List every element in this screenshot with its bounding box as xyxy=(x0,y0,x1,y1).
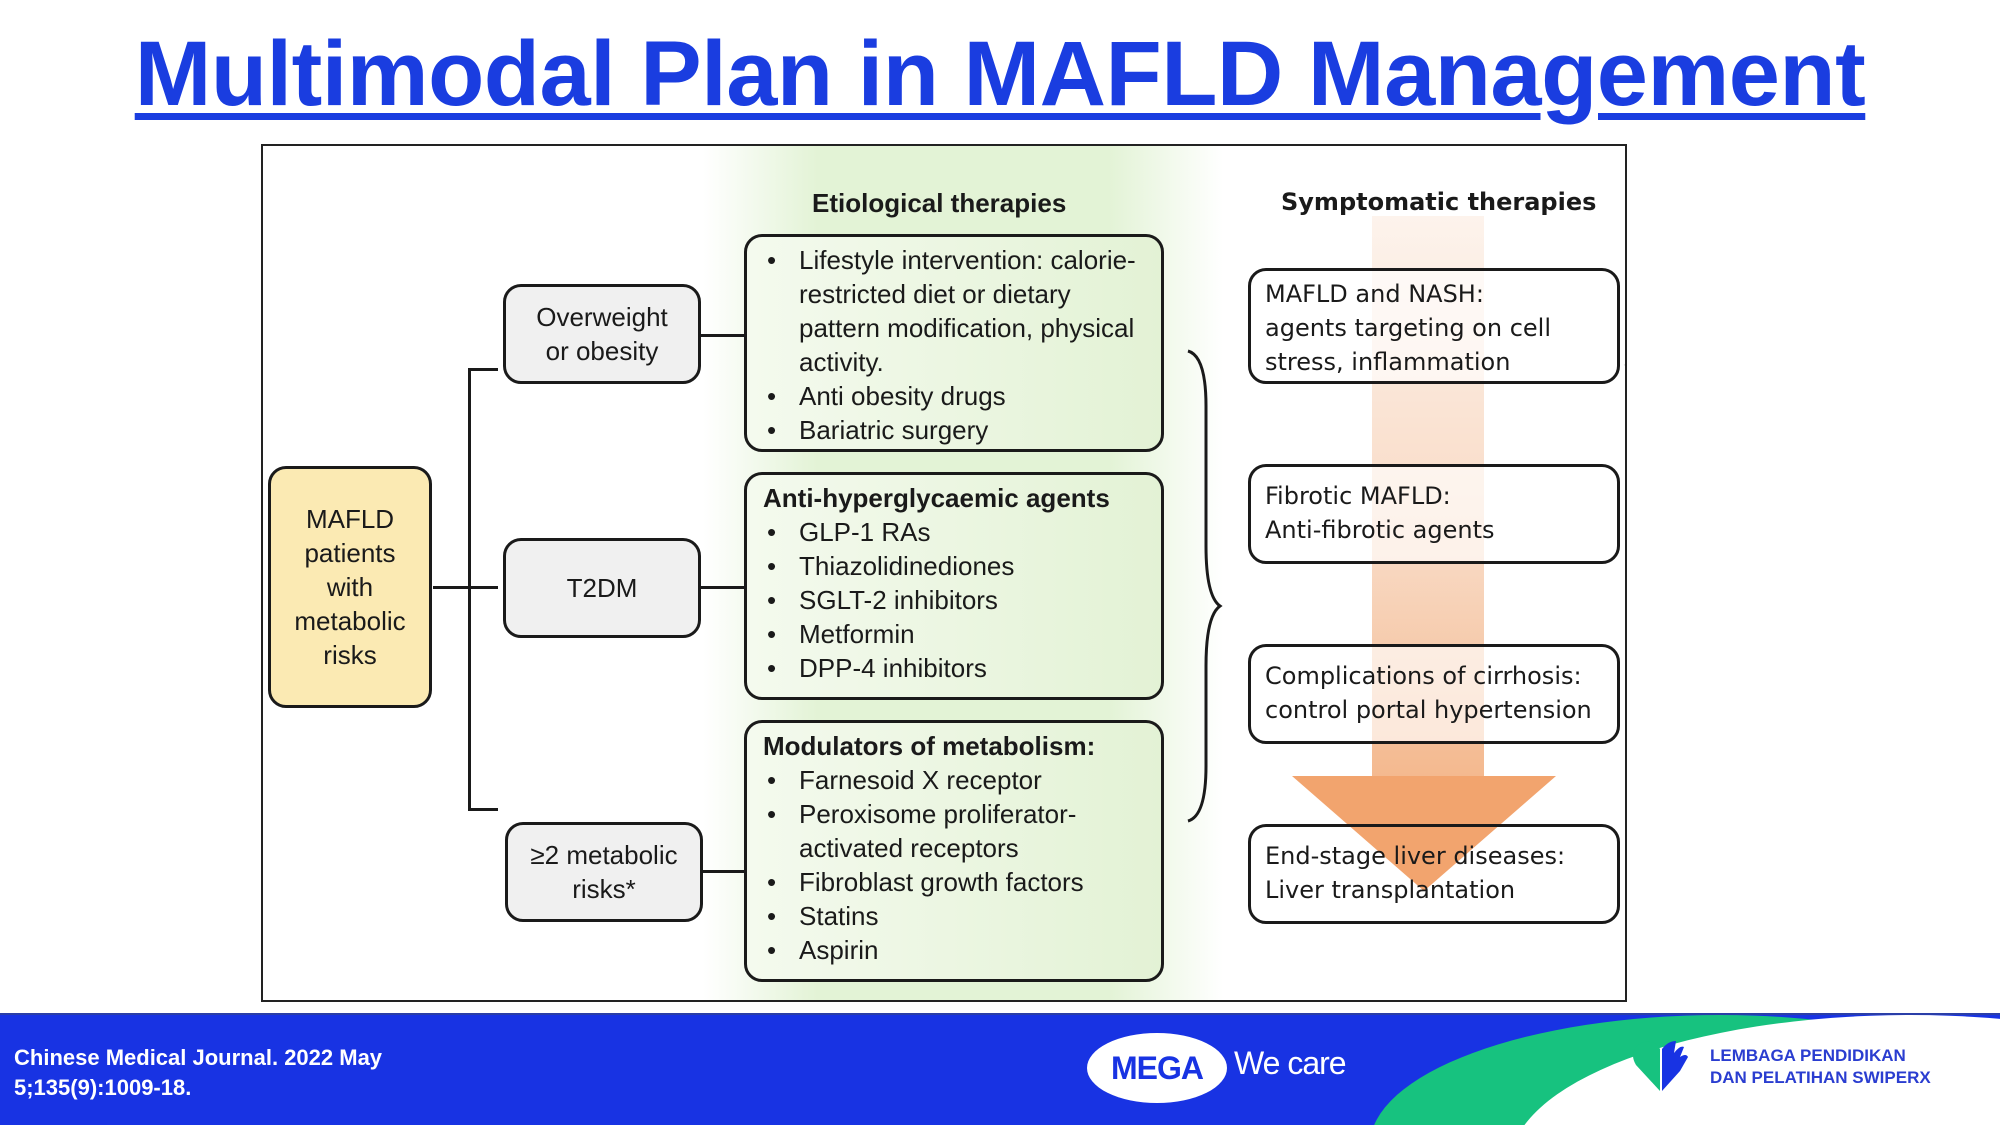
therapy-item: Statins xyxy=(763,899,1147,933)
citation-line: 5;135(9):1009-18. xyxy=(14,1075,192,1100)
partner-logo-text: LEMBAGA PENDIDIKAN DAN PELATIHAN SWIPERX xyxy=(1710,1045,1931,1089)
partner-line: LEMBAGA PENDIDIKAN xyxy=(1710,1046,1906,1065)
condition-line: risks* xyxy=(572,874,636,904)
therapy-item: Bariatric surgery xyxy=(763,413,1147,447)
therapy-item: DPP-4 inhibitors xyxy=(763,651,1147,685)
symptomatic-box-fibrotic: Fibrotic MAFLD: Anti-fibrotic agents xyxy=(1248,464,1620,564)
therapy-item: Fibroblast growth factors xyxy=(763,865,1147,899)
partner-line: DAN PELATIHAN SWIPERX xyxy=(1710,1068,1931,1087)
symptomatic-line: Fibrotic MAFLD: xyxy=(1265,482,1451,510)
symptomatic-line: MAFLD and NASH: xyxy=(1265,280,1484,308)
symptomatic-box-end-stage: End-stage liver diseases: Liver transpla… xyxy=(1248,824,1620,924)
footer-divider xyxy=(0,1013,2000,1016)
slide-title: Multimodal Plan in MAFLD Management xyxy=(134,23,1866,125)
symptomatic-line: stress, inflammation xyxy=(1265,348,1511,376)
therapy-item: Metformin xyxy=(763,617,1147,651)
root-line: metabolic xyxy=(294,606,406,636)
etiological-box-anti-hyperglycaemic: Anti-hyperglycaemic agents GLP-1 RAs Thi… xyxy=(744,472,1164,700)
symptomatic-line: control portal hypertension xyxy=(1265,696,1592,724)
heart-book-logo-icon xyxy=(1633,1041,1688,1091)
therapy-item: Anti obesity drugs xyxy=(763,379,1147,413)
citation: Chinese Medical Journal. 2022 May 5;135(… xyxy=(14,1043,382,1103)
connector-root xyxy=(433,586,493,589)
citation-line: Chinese Medical Journal. 2022 May xyxy=(14,1045,383,1070)
condition-line: Overweight xyxy=(536,302,668,332)
connector-cond1-etio1 xyxy=(699,334,745,337)
therapy-item: Peroxisome proliferator-activated recept… xyxy=(763,797,1147,865)
therapy-item: Thiazolidinediones xyxy=(763,549,1147,583)
watermark: 中华医学期刊 xyxy=(1623,196,1625,406)
condition-metabolic-risks: ≥2 metabolic risks* xyxy=(505,822,703,922)
management-diagram: 中华医学期刊 Etiological therapies Symptomatic… xyxy=(261,144,1627,1002)
connector-branch-top xyxy=(468,368,498,371)
connector-cond3-etio3 xyxy=(699,870,745,873)
condition-line: ≥2 metabolic xyxy=(530,840,678,870)
root-line: MAFLD xyxy=(305,504,395,534)
tagline: We care xyxy=(1234,1045,1347,1081)
therapy-box-heading: Modulators of metabolism: xyxy=(763,731,1096,761)
condition-line: or obesity xyxy=(545,336,659,366)
root-line: patients xyxy=(304,538,396,568)
symptomatic-line: Complications of cirrhosis: xyxy=(1265,662,1582,690)
symptomatic-box-mafld-nash: MAFLD and NASH: agents targeting on cell… xyxy=(1248,268,1620,384)
therapy-item: Farnesoid X receptor xyxy=(763,763,1147,797)
connector-branch-mid xyxy=(468,586,498,589)
symptomatic-box-cirrhosis: Complications of cirrhosis: control port… xyxy=(1248,644,1620,744)
root-line: risks xyxy=(323,640,377,670)
therapy-box-heading: Anti-hyperglycaemic agents xyxy=(763,483,1110,513)
grouping-brace xyxy=(1187,349,1223,823)
etiological-box-modulators-of-metabolism: Modulators of metabolism: Farnesoid X re… xyxy=(744,720,1164,982)
progression-arrow-head xyxy=(1292,776,1556,891)
symptomatic-line: Anti-fibrotic agents xyxy=(1265,516,1495,544)
root-line: with xyxy=(326,572,374,602)
symptomatic-line: End-stage liver diseases: xyxy=(1265,842,1566,870)
root-node-mafld-patients: MAFLD patients with metabolic risks xyxy=(268,466,432,708)
therapy-item: Lifestyle intervention: calorie-restrict… xyxy=(763,243,1147,379)
symptomatic-line: Liver transplantation xyxy=(1265,876,1516,904)
therapy-item: SGLT-2 inhibitors xyxy=(763,583,1147,617)
etiological-box-lifestyle: Lifestyle intervention: calorie-restrict… xyxy=(744,234,1164,452)
footer-bar: Chinese Medical Journal. 2022 May 5;135(… xyxy=(0,1015,2000,1125)
symptomatic-line: agents targeting on cell xyxy=(1265,314,1551,342)
mega-logo: MEGA xyxy=(1087,1033,1227,1103)
connector-cond2-etio2 xyxy=(699,586,745,589)
therapy-item: Aspirin xyxy=(763,933,1147,967)
therapy-item: GLP-1 RAs xyxy=(763,515,1147,549)
condition-overweight-obesity: Overweight or obesity xyxy=(503,284,701,384)
condition-t2dm: T2DM xyxy=(503,538,701,638)
etiological-therapies-heading: Etiological therapies xyxy=(812,188,1067,218)
symptomatic-therapies-heading: Symptomatic therapies xyxy=(1281,188,1597,216)
connector-branch-bottom xyxy=(468,808,498,811)
condition-line: T2DM xyxy=(566,573,638,603)
